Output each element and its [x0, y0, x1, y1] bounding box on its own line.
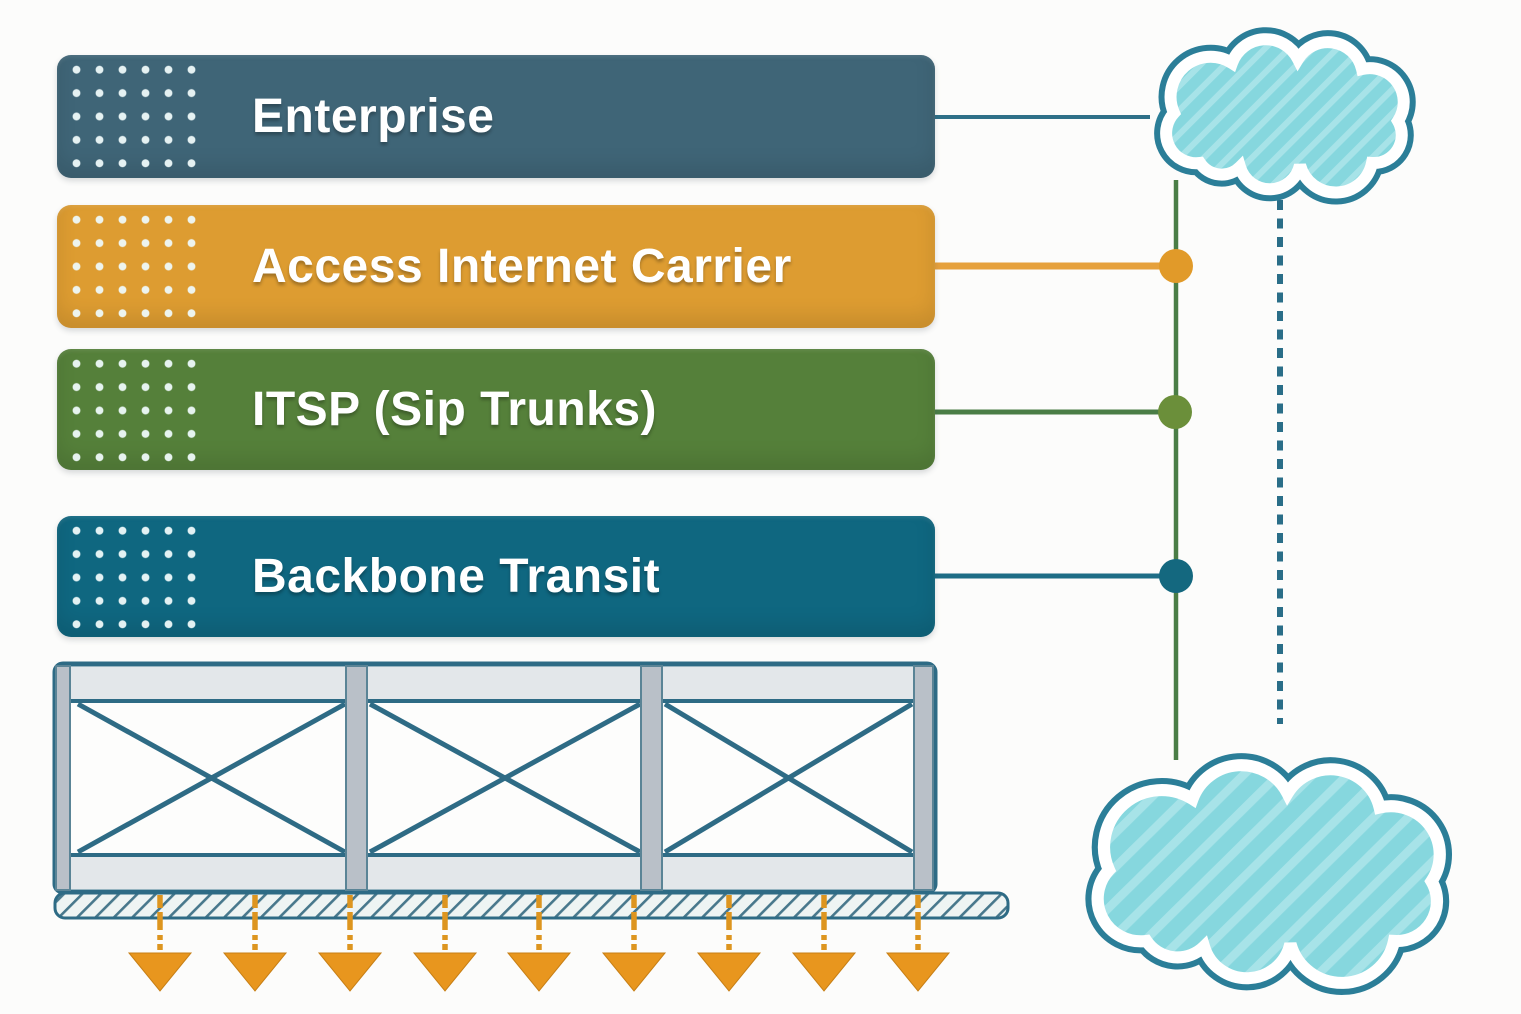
dot-grid	[65, 208, 203, 325]
itsp-junction-dot	[1158, 395, 1192, 429]
layer-bar-itsp-sip-trunks: ITSP (Sip Trunks)	[57, 349, 935, 470]
truss-x-braces	[76, 701, 914, 855]
dot-grid	[65, 58, 203, 175]
load-arrow	[412, 895, 478, 992]
load-arrow	[506, 895, 572, 992]
load-arrow	[222, 895, 288, 992]
load-arrow	[885, 895, 951, 992]
layer-label-access-internet-carrier: Access Internet Carrier	[252, 240, 792, 293]
truss-bottom-chord	[58, 856, 932, 889]
load-arrow	[317, 895, 383, 992]
load-arrow	[127, 895, 193, 992]
layer-label-backbone-transit: Backbone Transit	[252, 550, 661, 603]
foundation-truss	[52, 661, 1010, 920]
dot-grid	[65, 352, 203, 469]
connector-lines	[930, 115, 1283, 760]
layer-bar-enterprise: Enterprise	[57, 55, 935, 178]
truss-top-chord	[58, 667, 932, 699]
truss-columns	[55, 665, 934, 891]
load-arrow	[696, 895, 762, 992]
layer-label-itsp-sip-trunks: ITSP (Sip Trunks)	[252, 383, 658, 436]
access-junction-dot	[1159, 249, 1193, 283]
dot-grid	[65, 519, 203, 636]
layer-bar-backbone-transit: Backbone Transit	[57, 516, 935, 637]
layer-label-enterprise: Enterprise	[252, 90, 495, 143]
internet-cloud-top-icon	[1166, 39, 1404, 192]
load-arrows	[127, 895, 951, 992]
load-arrow	[791, 895, 857, 992]
internet-cloud-bottom-icon	[1098, 765, 1440, 983]
foundation-deck-hatched	[53, 891, 1010, 920]
load-arrow	[601, 895, 667, 992]
layer-bar-access-internet-carrier: Access Internet Carrier	[57, 205, 935, 328]
backbone-junction-dot	[1159, 559, 1193, 593]
